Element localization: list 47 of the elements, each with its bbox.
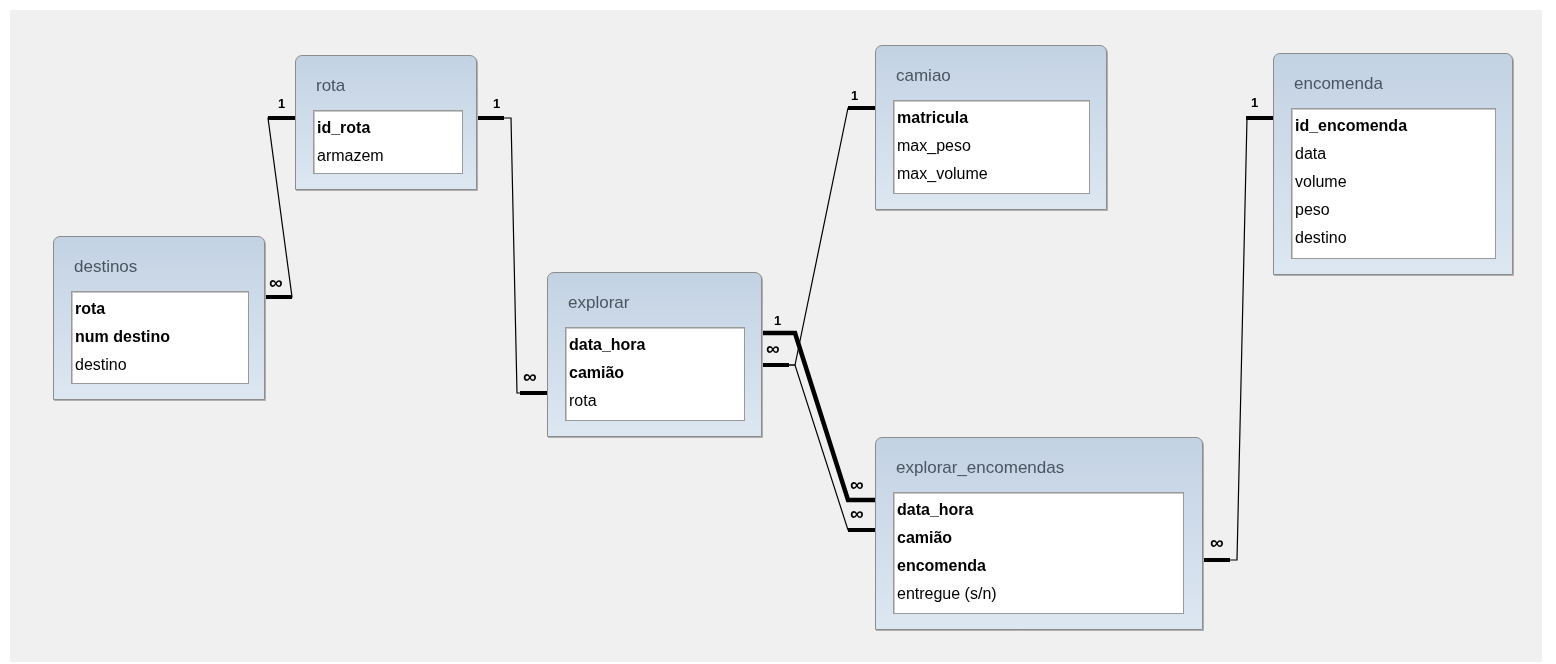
field-name: data_hora xyxy=(897,500,975,520)
cardinality-label: 1 xyxy=(851,89,859,103)
cardinality-label: ∞ xyxy=(850,507,864,521)
table-title: rota xyxy=(316,76,346,96)
field-name: num destino xyxy=(75,327,172,347)
table-box xyxy=(875,45,1107,210)
field-name: camião xyxy=(897,528,954,548)
table-title: camiao xyxy=(896,66,951,86)
field-name: rota xyxy=(569,391,598,411)
cardinality-label: ∞ xyxy=(523,370,537,384)
field-name: encomenda xyxy=(897,556,987,576)
table-title: explorar xyxy=(568,293,630,313)
table-box xyxy=(1273,53,1513,275)
field-name: camião xyxy=(569,363,626,383)
field-name: data_hora xyxy=(569,335,647,355)
cardinality-label: 1 xyxy=(774,314,782,328)
table-box xyxy=(53,236,265,400)
field-name: peso xyxy=(1295,200,1331,220)
relationship-line xyxy=(475,116,549,395)
field-name: max_peso xyxy=(897,136,972,156)
table-box xyxy=(875,437,1203,630)
field-name: matricula xyxy=(897,108,970,128)
field-name: rota xyxy=(75,299,107,319)
field-name: id_encomenda xyxy=(1295,116,1409,136)
table-title: destinos xyxy=(74,257,138,277)
table-title: encomenda xyxy=(1294,74,1383,94)
relationship-line xyxy=(1201,116,1275,562)
field-name: data xyxy=(1295,144,1328,164)
cardinality-label: 1 xyxy=(1251,96,1259,110)
table-box xyxy=(295,55,477,190)
table-box xyxy=(547,272,762,437)
cardinality-label: ∞ xyxy=(1210,536,1224,550)
field-name: max_volume xyxy=(897,164,989,184)
field-name: destino xyxy=(75,355,128,375)
relationship-line xyxy=(263,116,297,299)
relationship-line xyxy=(760,330,877,503)
cardinality-label: ∞ xyxy=(269,276,283,290)
cardinality-label: 1 xyxy=(493,97,501,111)
field-name: armazem xyxy=(317,146,385,166)
cardinality-label: 1 xyxy=(278,97,286,111)
cardinality-label: ∞ xyxy=(850,478,864,492)
field-name: destino xyxy=(1295,228,1348,248)
field-name: entregue (s/n) xyxy=(897,584,998,604)
cardinality-label: ∞ xyxy=(766,342,780,356)
field-name: volume xyxy=(1295,172,1348,192)
table-title: explorar_encomendas xyxy=(896,458,1065,478)
field-name: id_rota xyxy=(317,118,372,138)
